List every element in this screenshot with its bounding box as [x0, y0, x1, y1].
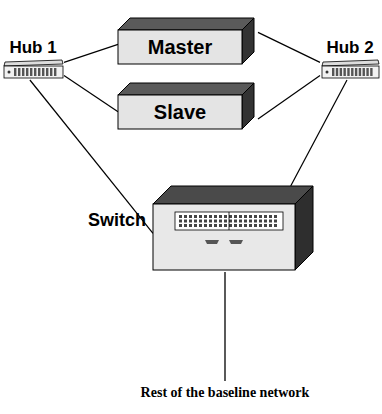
switch-box — [153, 186, 315, 272]
node-label: Switch — [88, 210, 146, 231]
server-node: Slave — [118, 83, 254, 129]
hub-icon — [320, 58, 380, 80]
node-label: Hub 1 — [9, 38, 56, 58]
hub-node: Hub 2 — [320, 38, 380, 82]
hub-node: Hub 1 — [2, 38, 64, 82]
network-line — [224, 272, 225, 381]
node-label: Hub 2 — [326, 38, 373, 58]
network-cable — [64, 76, 118, 112]
network-cable — [258, 32, 320, 62]
node-label: Slave — [154, 101, 206, 124]
network-cable — [258, 76, 320, 119]
switch-node: Switch — [88, 186, 315, 272]
network-cable — [64, 44, 118, 62]
node-label: Master — [148, 36, 212, 59]
hub-icon — [2, 58, 64, 80]
network-cable — [291, 80, 347, 186]
network-label: Rest of the baseline network — [139, 385, 312, 401]
server-node: Master — [118, 18, 254, 64]
